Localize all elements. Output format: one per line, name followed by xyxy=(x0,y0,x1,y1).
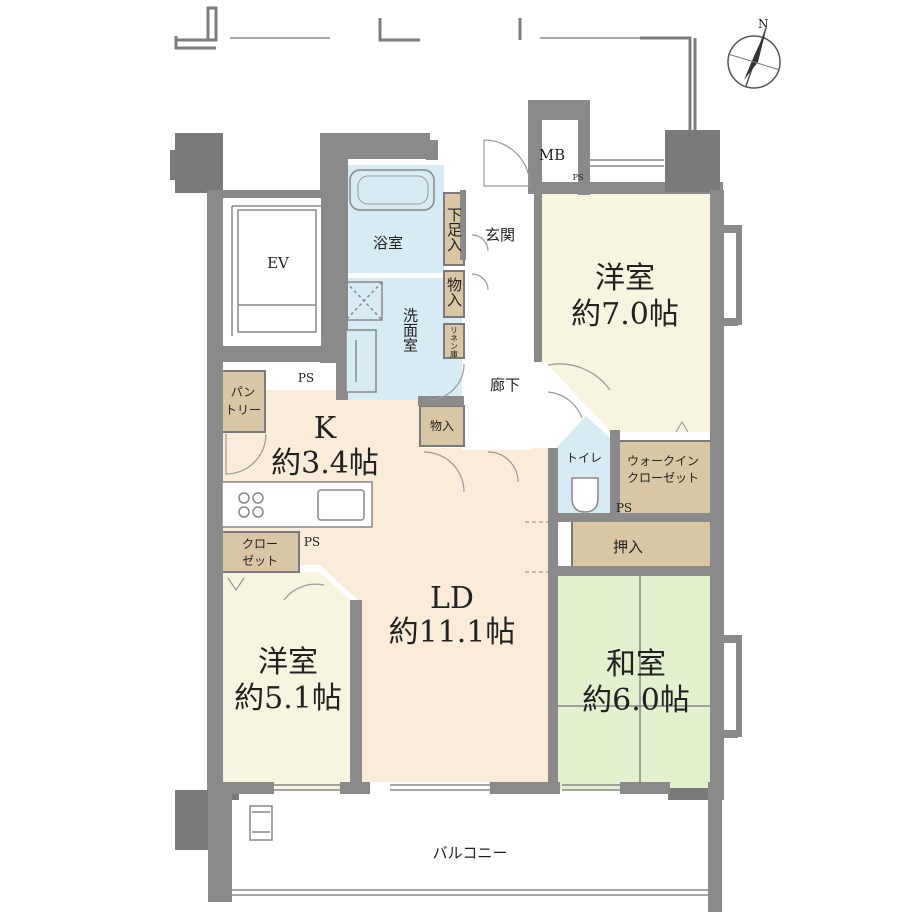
japanese-room-name: 和室 xyxy=(606,647,666,682)
ps-label-mb: PS xyxy=(573,173,584,182)
toilet-bowl xyxy=(571,477,599,513)
japanese-room-area[interactable] xyxy=(558,574,713,790)
pantry[interactable] xyxy=(220,370,266,433)
kitchen-size: 約3.4帖 xyxy=(271,446,379,481)
elevator-label: EV xyxy=(267,254,290,272)
living-dining-name: LD xyxy=(430,581,474,616)
walkin-label-1: ウォークイン xyxy=(627,454,699,468)
storage-entrance[interactable] xyxy=(443,270,465,318)
wash-basin xyxy=(345,329,377,393)
elevator-shaft xyxy=(223,198,321,346)
ps-label-walkin: PS xyxy=(616,501,632,515)
storage-entrance-label: 物入 xyxy=(445,277,463,307)
closet[interactable] xyxy=(220,531,300,573)
entrance-name: 玄関 xyxy=(485,226,515,244)
kitchen-name: K xyxy=(314,411,337,446)
linen-label: リネン庫 xyxy=(450,326,459,359)
balcony-area[interactable] xyxy=(232,800,708,900)
ps-label-closet: PS xyxy=(304,535,320,549)
storage-hall-label: 物入 xyxy=(430,419,454,433)
bathtub xyxy=(349,169,435,211)
japanese-room-size: 約6.0帖 xyxy=(582,683,690,718)
washroom-name: 洗面室 xyxy=(401,308,419,353)
western-room-2-area[interactable] xyxy=(222,572,355,790)
western-room-2-size: 約5.1帖 xyxy=(234,681,342,716)
pantry-label-2: トリー xyxy=(225,403,261,417)
balcony-label: バルコニー xyxy=(433,844,508,862)
corridor-name: 廊下 xyxy=(490,376,520,394)
western-room-1-name: 洋室 xyxy=(595,261,655,296)
compass-label: N xyxy=(758,17,769,31)
western-room-2-name: 洋室 xyxy=(258,645,318,680)
shoe-box-label: 下足入 xyxy=(445,207,463,252)
oshiire-label: 押入 xyxy=(613,538,643,556)
western-room-1-area[interactable] xyxy=(534,192,712,432)
bathroom-name: 浴室 xyxy=(373,234,403,252)
living-dining-size: 約11.1帖 xyxy=(389,615,516,650)
ps-label-kitchen: PS xyxy=(298,371,314,385)
western-room-1-size: 約7.0帖 xyxy=(571,297,679,332)
closet-label-2: ゼット xyxy=(242,554,278,568)
pantry-label-1: パン xyxy=(231,385,256,399)
linen-closet[interactable] xyxy=(443,323,465,359)
toilet-name: トイレ xyxy=(566,451,602,465)
storage-hall[interactable] xyxy=(419,405,465,447)
walkin-label-2: クローゼット xyxy=(627,471,699,485)
closet-label-1: クロー xyxy=(242,537,278,551)
compass-icon xyxy=(727,27,781,89)
meter-box-label: MB xyxy=(539,146,565,164)
